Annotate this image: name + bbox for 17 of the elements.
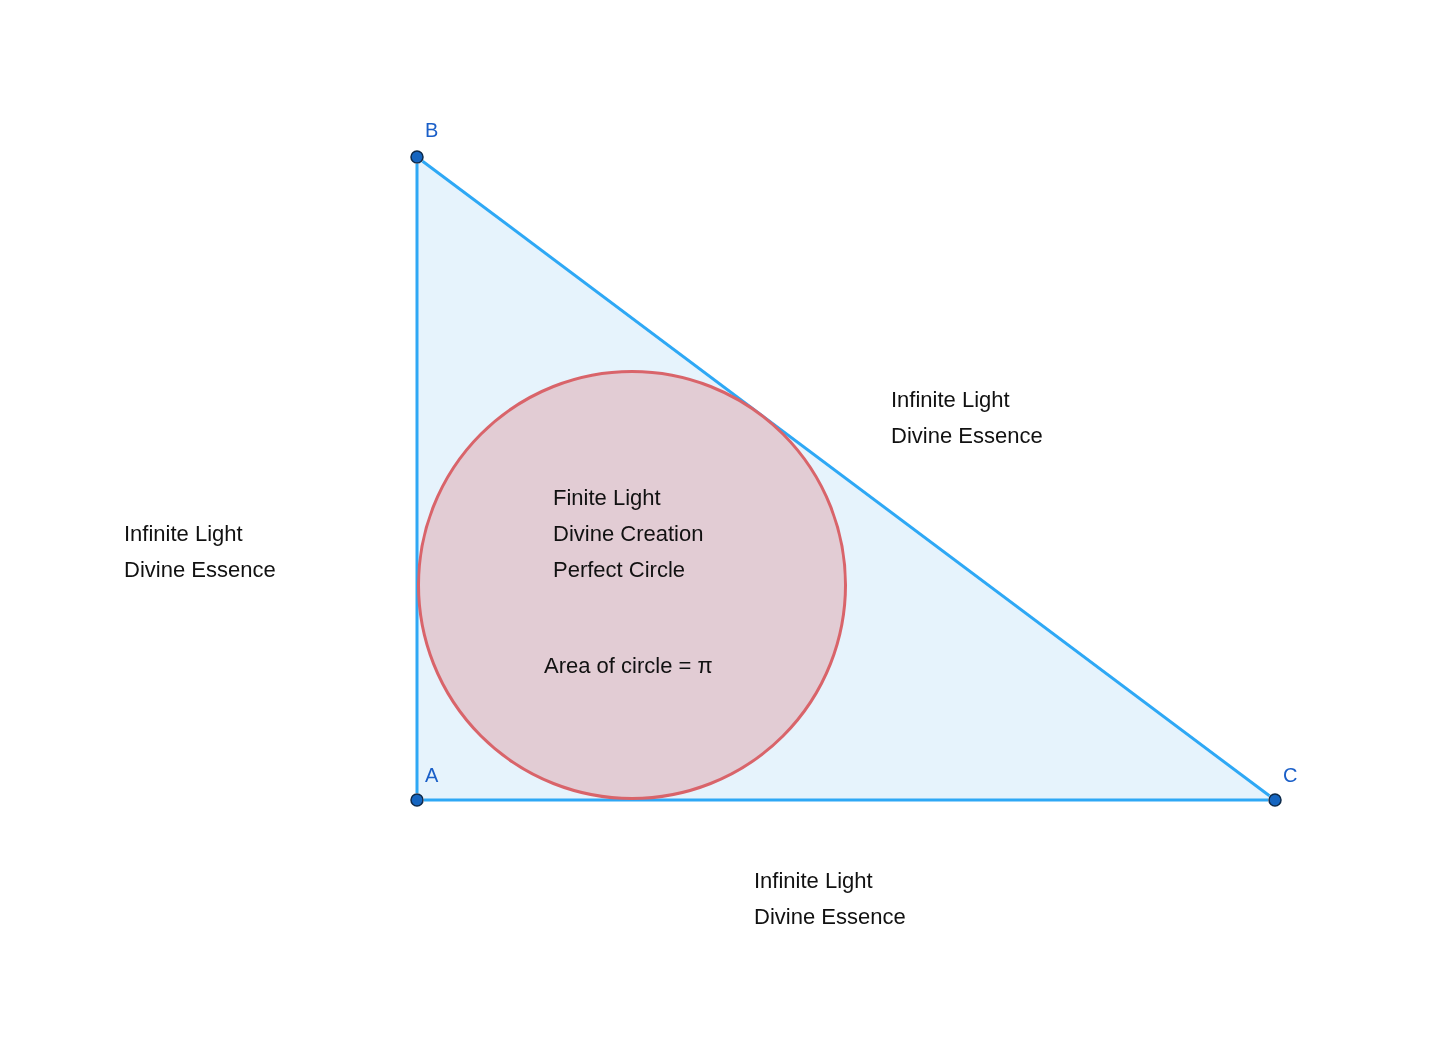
- point-label: A: [425, 764, 439, 786]
- side-label: Infinite Light: [124, 521, 243, 547]
- circle-text: Area of circle = π: [544, 653, 713, 679]
- side-label: Divine Essence: [754, 904, 906, 930]
- circle-text: Divine Creation: [553, 521, 704, 547]
- triangle-side: [424, 798, 1268, 802]
- point-label: C: [1283, 764, 1298, 786]
- triangle-side: [421, 160, 1271, 797]
- triangle-side: [415, 164, 419, 793]
- side-label: Infinite Light: [754, 868, 873, 894]
- circle-text: Perfect Circle: [553, 557, 686, 583]
- circle-text: Finite Light: [553, 485, 661, 511]
- side-label: Infinite Light: [891, 387, 1010, 413]
- inscribed-circle: [417, 370, 847, 800]
- side-label: Divine Essence: [891, 423, 1043, 449]
- point-label: B: [425, 119, 439, 141]
- side-label: Divine Essence: [124, 557, 276, 583]
